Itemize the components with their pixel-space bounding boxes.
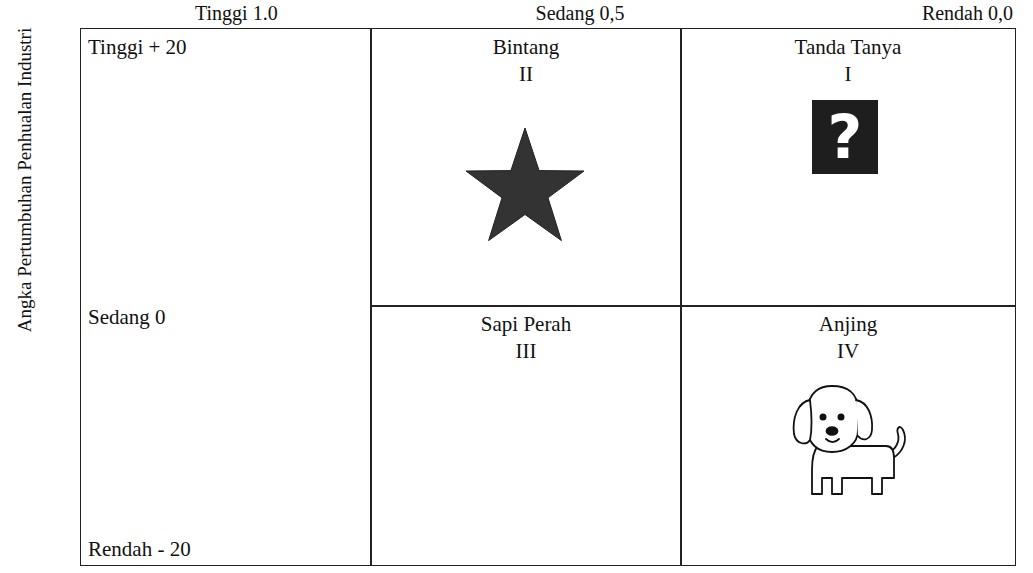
axis-value: Rendah - 20 [88,537,191,562]
quadrant-number: II [371,62,681,87]
quadrant-title: Tanda Tanya [681,35,1015,60]
quadrant-number: I [681,62,1015,87]
axis-value: Sedang 0 [88,305,166,330]
axis-value: Sedang 0,5 [536,1,625,25]
quadrant-box: BintangII [370,28,682,307]
axis-scale-box: Tinggi + 20 Sedang 0 Rendah - 20 [80,28,372,566]
quadrant-box: AnjingIV [680,305,1016,566]
axis-value: Tinggi 1.0 [195,1,278,25]
axis-value: Rendah 0,0 [922,1,1013,25]
quadrant-title: Sapi Perah [371,312,681,337]
axis-value: Tinggi + 20 [88,35,187,60]
star-symbol [466,128,584,241]
dog-drawing [794,386,905,494]
quadrant-title: Bintang [371,35,681,60]
quadrant-number: III [371,339,681,364]
quadrant-title: Anjing [681,312,1015,337]
question-icon: ? [812,100,878,174]
quadrant-number: IV [681,339,1015,364]
axis-title: Angka Pertumbuhan Penhualan Industri [14,28,37,332]
quadrant-box: Sapi PerahIII [370,305,682,566]
